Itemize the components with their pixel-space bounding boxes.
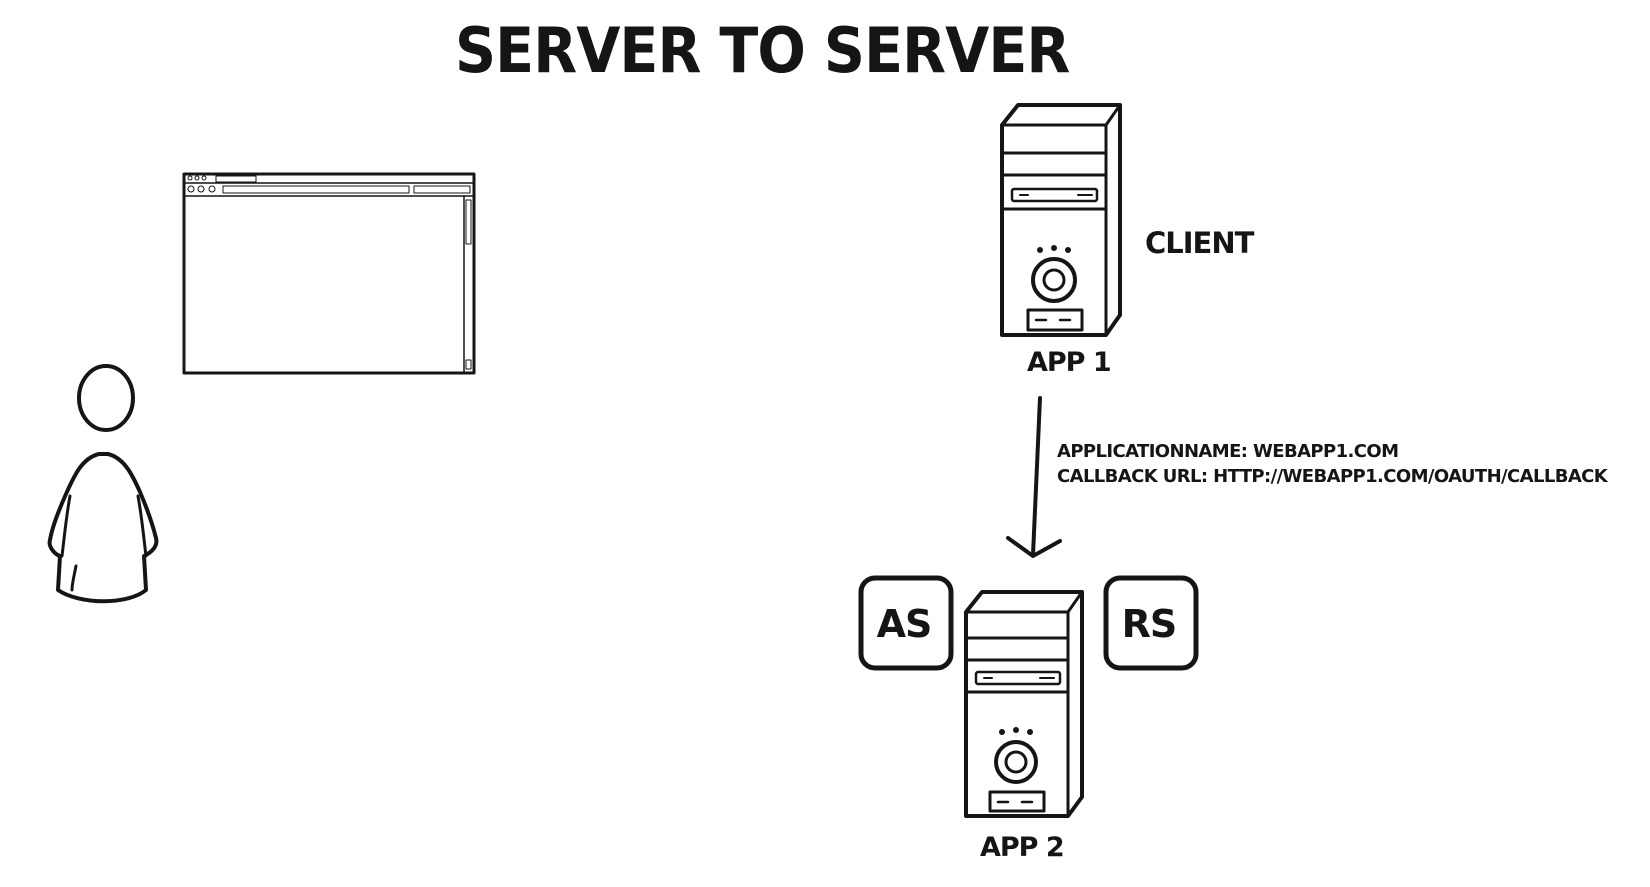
browser-window-icon [182,172,476,375]
rs-box-label: RS [1121,602,1178,646]
application-name-text: APPLICATIONNAME: WEBAPP1.COM [1057,441,1399,462]
diagram-title: SERVER TO SERVER [455,14,1070,87]
client-role-label: CLIENT [1145,226,1254,260]
server-icon [964,590,1084,818]
rs-box [1103,575,1199,671]
arrow-down-icon [1006,396,1062,558]
app2-label: APP 2 [980,832,1065,863]
as-box-label: AS [876,602,933,646]
app1-label: APP 1 [1027,347,1112,378]
as-box [858,575,954,671]
user-icon [47,364,159,604]
callback-url-text: CALLBACK URL: HTTP://WEBAPP1.COM/OAUTH/C… [1057,466,1608,487]
server-icon [1000,103,1122,337]
